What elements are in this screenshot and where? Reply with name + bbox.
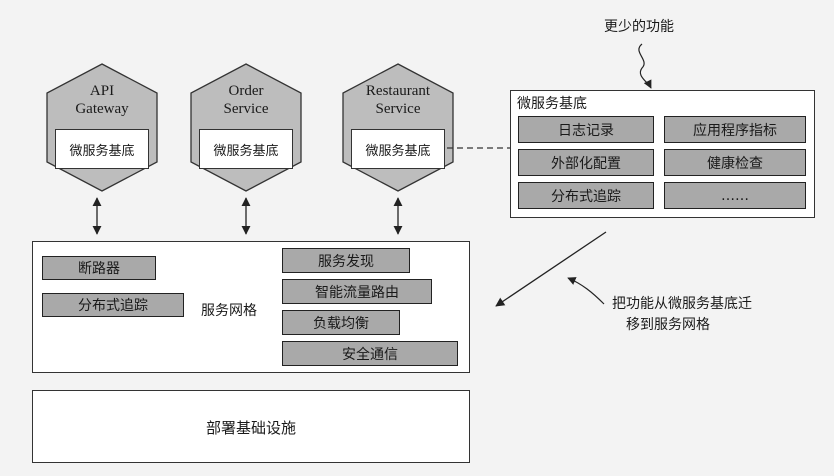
mesh-item-smart-routing: 智能流量路由 <box>282 279 432 304</box>
chassis-box-restaurant-service: 微服务基底 <box>351 129 445 169</box>
mesh-item-circuit-breaker: 断路器 <box>42 256 156 280</box>
chassis-item-logging: 日志记录 <box>518 116 654 143</box>
service-title-order-service: Order Service <box>223 83 269 117</box>
infrastructure-panel: 部署基础设施 <box>32 390 470 463</box>
mesh-item-service-discovery: 服务发现 <box>282 248 410 273</box>
chassis-panel: 微服务基底 日志记录 应用程序指标 外部化配置 健康检查 分布式追踪 …… <box>510 90 815 218</box>
arrow-chassis-to-mesh <box>495 231 607 307</box>
chassis-panel-title: 微服务基底 <box>517 96 587 112</box>
service-mesh-label: 服务网格 <box>201 303 257 319</box>
mesh-item-secure-communication: 安全通信 <box>282 341 458 366</box>
callout-curve-move-functions <box>567 277 605 305</box>
annotation-fewer-functions: 更少的功能 <box>604 19 674 35</box>
service-title-restaurant-service: Restaurant Service <box>365 83 431 117</box>
chassis-item-more: …… <box>664 182 806 209</box>
service-title-api-gateway: API Gateway <box>75 83 129 117</box>
chassis-box-api-gateway: 微服务基底 <box>55 129 149 169</box>
mesh-item-load-balancing: 负载均衡 <box>282 310 400 335</box>
annotation-move-functions: 把功能从微服务基底迁 移到服务网格 <box>612 296 752 333</box>
chassis-item-health-check: 健康检查 <box>664 149 806 176</box>
service-mesh-panel: 断路器 分布式追踪 服务网格 服务发现 智能流量路由 负载均衡 安全通信 <box>32 241 470 373</box>
chassis-item-distributed-tracing: 分布式追踪 <box>518 182 654 209</box>
chassis-item-app-metrics: 应用程序指标 <box>664 116 806 143</box>
callout-curve-fewer-functions <box>638 43 652 89</box>
infrastructure-label: 部署基础设施 <box>205 419 296 437</box>
chassis-item-externalized-config: 外部化配置 <box>518 149 654 176</box>
chassis-box-order-service: 微服务基底 <box>199 129 293 169</box>
mesh-item-distributed-tracing: 分布式追踪 <box>42 293 184 317</box>
